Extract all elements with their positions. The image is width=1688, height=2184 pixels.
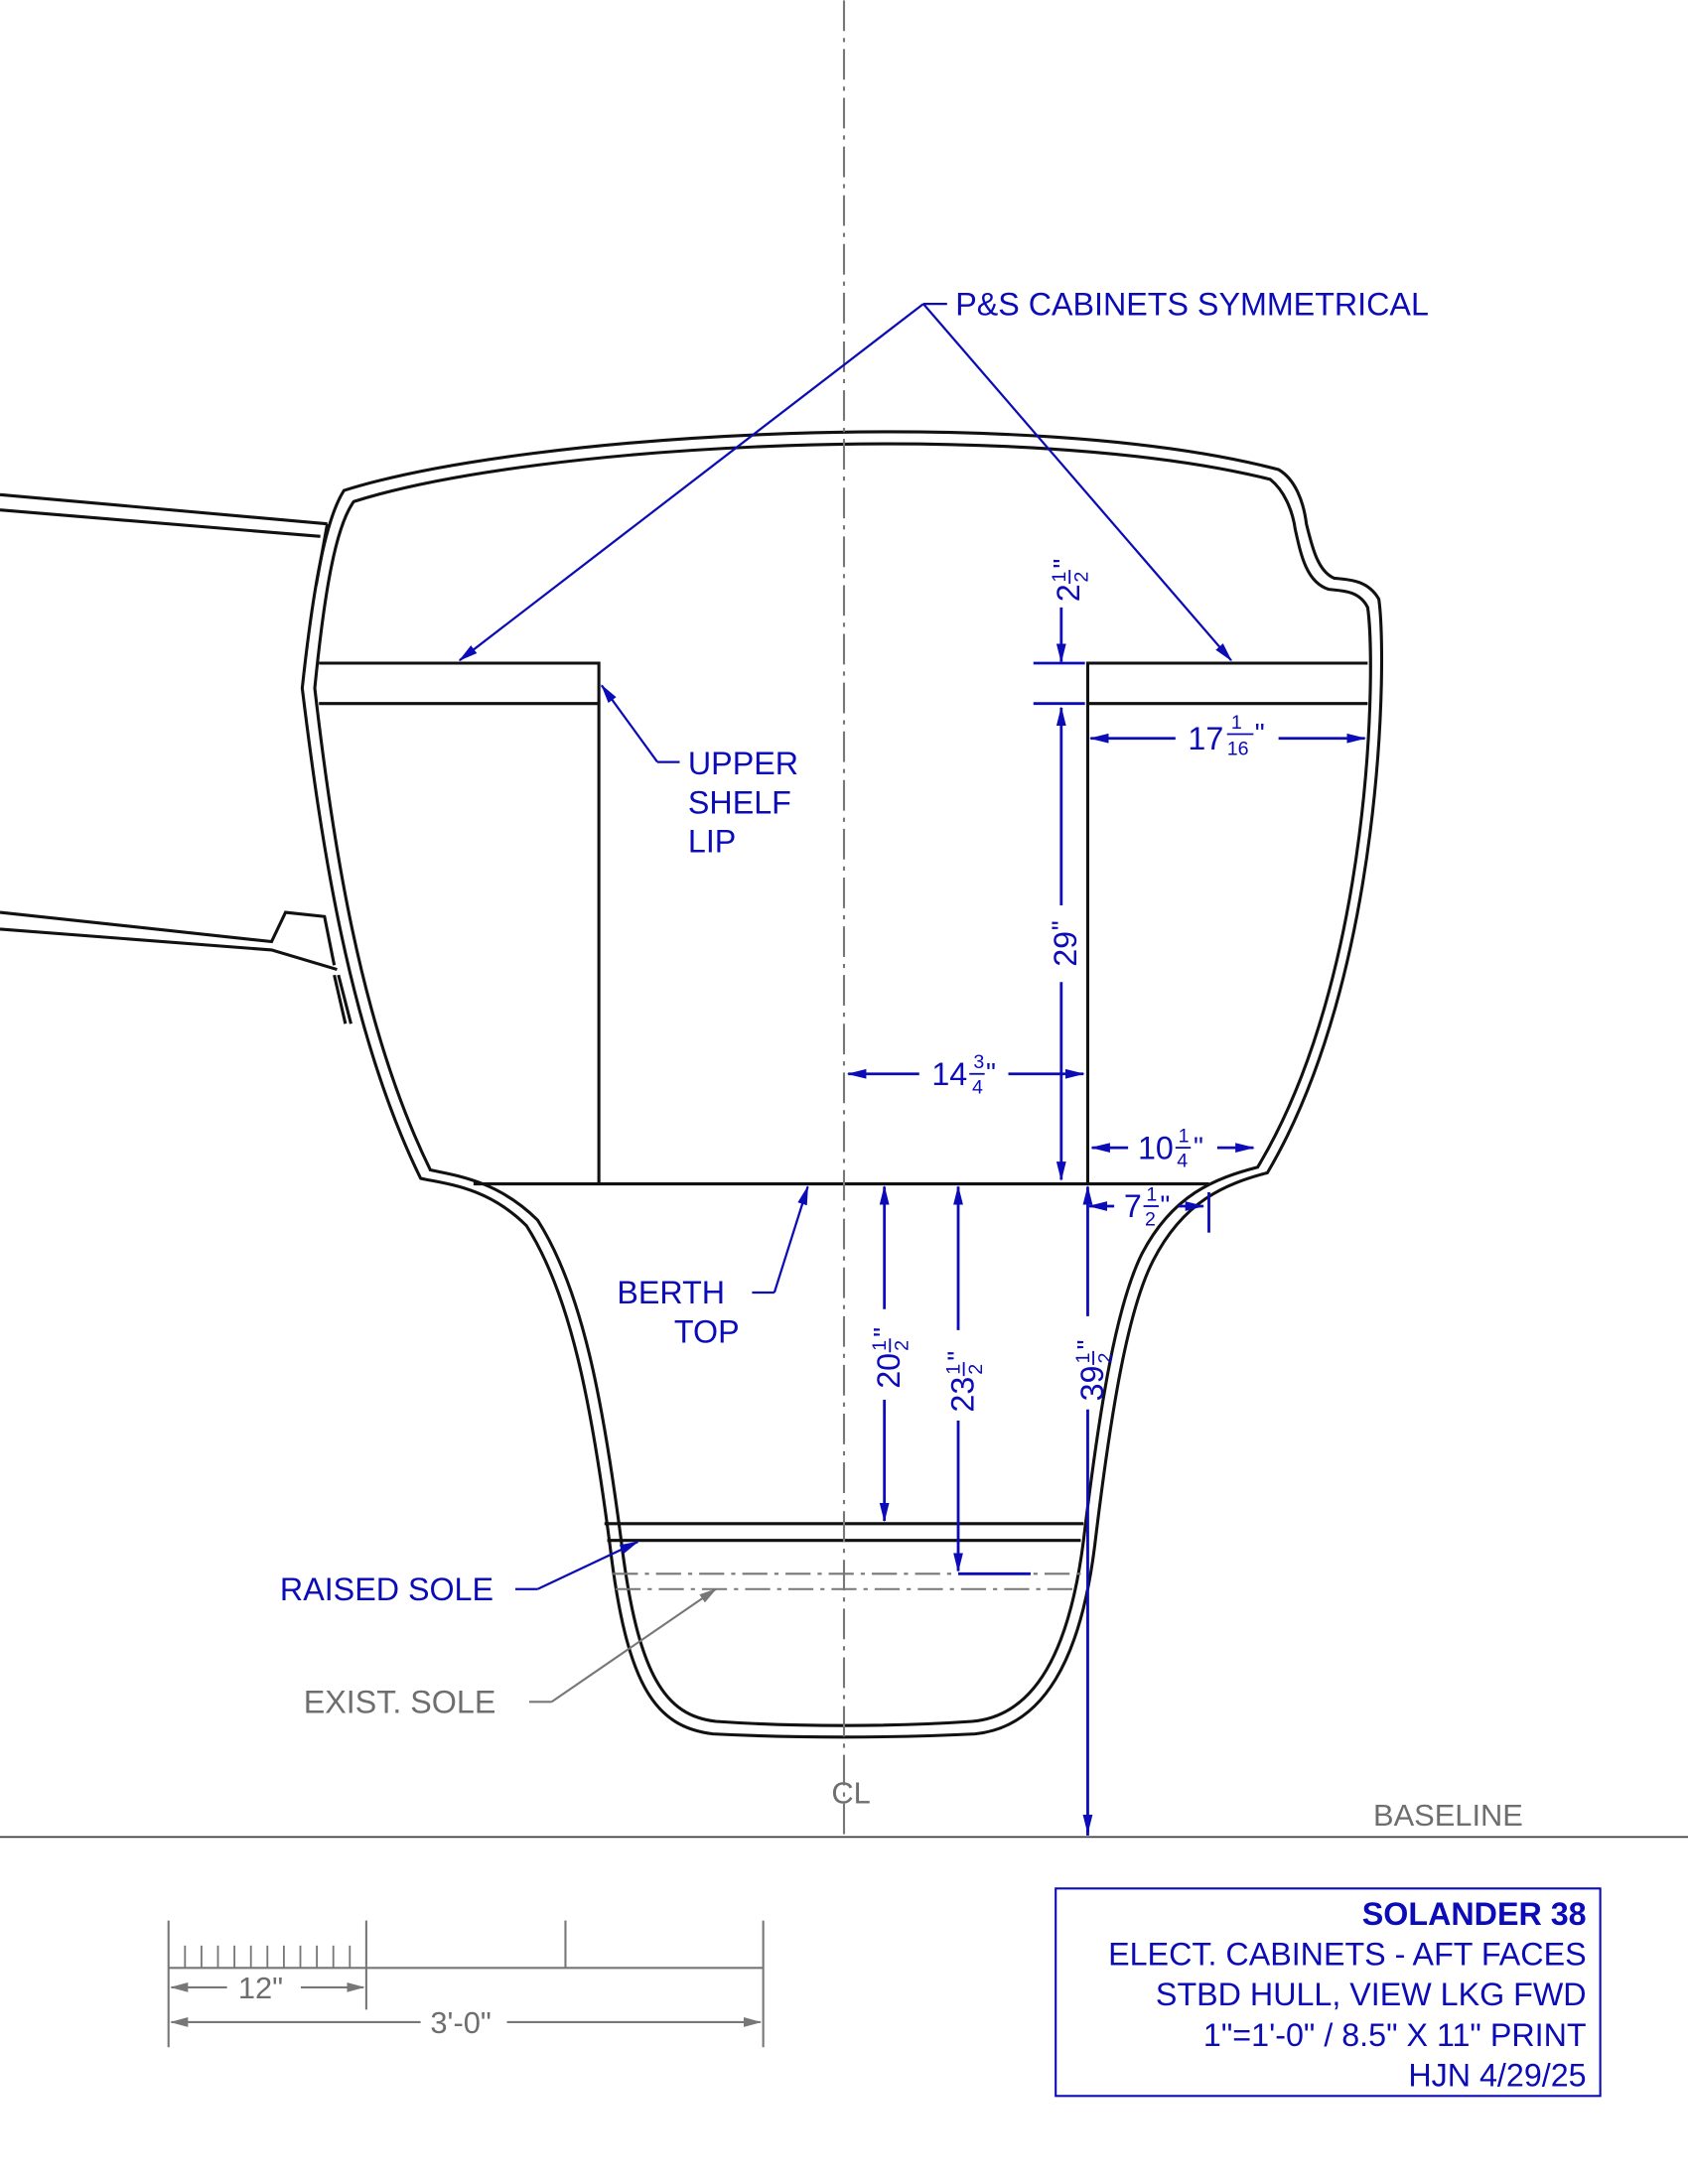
svg-text:EXIST. SOLE: EXIST. SOLE xyxy=(304,1685,496,1720)
scale-bar: 12" 3'-0" xyxy=(167,1920,765,2048)
dim-shelf-lip-height: 2 1 2 " xyxy=(1033,559,1092,706)
svg-text:1: 1 xyxy=(1231,712,1242,734)
svg-text:2: 2 xyxy=(1145,1209,1156,1231)
title-line-3: 1"=1'-0" / 8.5" X 11" PRINT xyxy=(1203,2017,1587,2053)
title-block: SOLANDER 38 ELECT. CABINETS - AFT FACES … xyxy=(1055,1887,1602,2098)
svg-text:1: 1 xyxy=(1049,572,1070,583)
dim-hull-offset: 7 1 2 " xyxy=(1087,1183,1210,1233)
title-line-4: HJN 4/29/25 xyxy=(1408,2057,1586,2093)
svg-text:UPPER: UPPER xyxy=(688,746,798,781)
svg-text:TOP: TOP xyxy=(674,1313,740,1349)
svg-text:4: 4 xyxy=(972,1076,983,1098)
dim-berth-to-exist-sole: 23 1 2 " xyxy=(941,1184,1031,1575)
dim-cl-to-cabinet: 14 3 4 " xyxy=(846,1051,1085,1098)
existing-sole xyxy=(613,1572,1081,1590)
svg-text:16: 16 xyxy=(1227,739,1249,760)
svg-text:14: 14 xyxy=(931,1056,967,1092)
svg-text:": " xyxy=(1048,559,1078,569)
svg-text:10: 10 xyxy=(1138,1130,1174,1165)
dim-cabinet-width: 17 1 16 " xyxy=(1088,712,1366,760)
dim-cabinet-height: 29 " xyxy=(1047,706,1083,1181)
scale-bar-short-label: 12" xyxy=(238,1971,283,2005)
svg-text:2: 2 xyxy=(965,1364,987,1375)
svg-text:20: 20 xyxy=(871,1353,907,1389)
berth-top-callout: BERTH TOP xyxy=(617,1185,809,1349)
dim-cabinet-bottom-width: 10 1 4 " xyxy=(1090,1125,1255,1172)
svg-text:": " xyxy=(868,1327,899,1337)
title-line-1: ELECT. CABINETS - AFT FACES xyxy=(1108,1936,1586,1972)
svg-text:7: 7 xyxy=(1124,1188,1142,1224)
dim-berth-to-raised-sole: 20 1 2 " xyxy=(868,1184,914,1523)
svg-text:SHELF: SHELF xyxy=(688,784,791,820)
svg-text:": " xyxy=(941,1351,972,1361)
svg-text:": " xyxy=(1071,1340,1102,1350)
svg-text:2: 2 xyxy=(1051,584,1086,602)
centerline-label: CL xyxy=(831,1776,870,1811)
svg-text:17: 17 xyxy=(1188,721,1223,756)
svg-text:1: 1 xyxy=(1072,1353,1094,1364)
svg-text:": " xyxy=(1194,1132,1203,1162)
svg-text:1: 1 xyxy=(1146,1183,1157,1205)
scale-bar-long-label: 3'-0" xyxy=(430,2005,491,2040)
svg-text:4: 4 xyxy=(1177,1151,1188,1172)
raised-sole-callout: RAISED SOLE xyxy=(280,1541,639,1607)
port-cabinet xyxy=(319,661,601,1184)
exist-sole-callout: EXIST. SOLE xyxy=(304,1587,718,1720)
cabinets-callout: P&S CABINETS SYMMETRICAL xyxy=(458,286,1429,662)
svg-text:1: 1 xyxy=(942,1364,964,1375)
svg-text:": " xyxy=(1160,1189,1170,1220)
svg-text:": " xyxy=(1047,920,1077,930)
svg-text:RAISED SOLE: RAISED SOLE xyxy=(280,1571,493,1607)
svg-text:23: 23 xyxy=(944,1377,980,1413)
svg-text:": " xyxy=(1255,718,1265,749)
svg-text:": " xyxy=(986,1057,996,1088)
svg-text:LIP: LIP xyxy=(688,824,736,860)
svg-text:2: 2 xyxy=(1070,572,1092,583)
scale-bar-minor-ticks xyxy=(184,1945,352,1969)
dim-berth-to-baseline: 39 1 2 " xyxy=(1071,1184,1116,1837)
svg-text:P&S CABINETS SYMMETRICAL: P&S CABINETS SYMMETRICAL xyxy=(955,286,1429,322)
title-project: SOLANDER 38 xyxy=(1362,1896,1587,1932)
svg-text:3: 3 xyxy=(973,1051,984,1073)
title-line-2: STBD HULL, VIEW LKG FWD xyxy=(1156,1977,1587,2012)
svg-text:1: 1 xyxy=(869,1340,891,1351)
svg-text:2: 2 xyxy=(1094,1353,1116,1364)
stbd-cabinet xyxy=(1085,661,1368,1184)
svg-text:1: 1 xyxy=(1179,1125,1190,1147)
svg-text:BERTH: BERTH xyxy=(617,1275,725,1310)
upper-shelf-lip-callout: UPPER SHELF LIP xyxy=(601,684,798,860)
baseline-label: BASELINE xyxy=(1373,1798,1523,1833)
svg-text:39: 39 xyxy=(1074,1366,1110,1402)
svg-text:29: 29 xyxy=(1048,931,1083,967)
svg-text:2: 2 xyxy=(892,1340,914,1351)
